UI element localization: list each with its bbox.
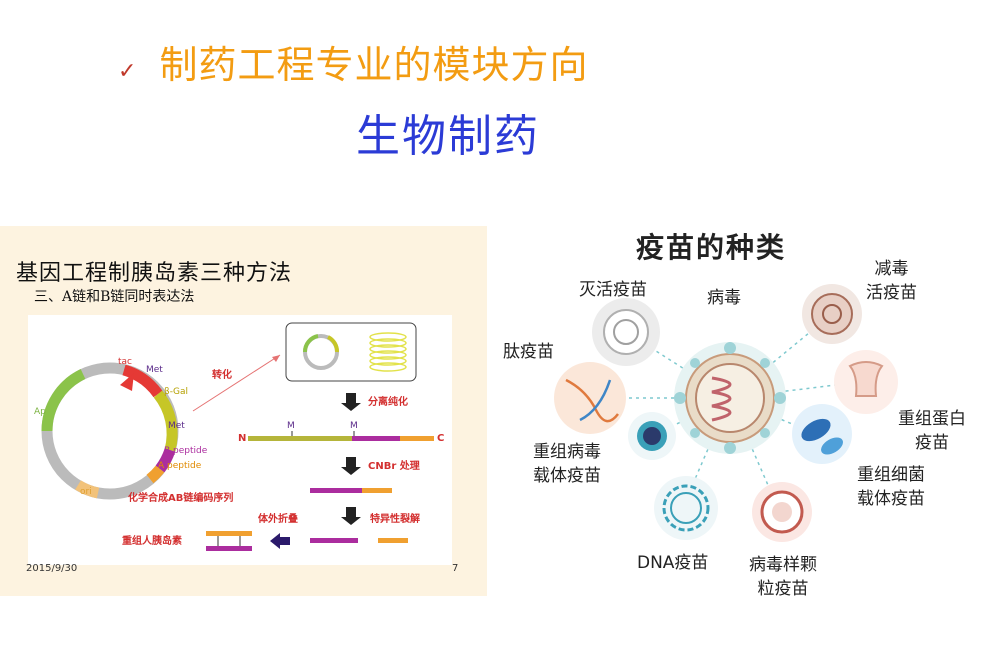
viral-vector-vaccine-label: 重组病毒 载体疫苗 [533,442,601,486]
insulin-slide-title: 基因工程制胰岛素三种方法 [16,261,293,286]
vaccine-diagram [554,284,898,542]
dna-vaccine-icon [654,476,718,540]
insulin-label: 重组人胰岛素 [122,536,182,547]
arrowhead-icon [272,355,280,362]
protein-vaccine-label: 重组蛋白 疫苗 [898,409,966,453]
insulin-a-bar [206,531,252,536]
a-peptide-bar [400,436,434,441]
b-chain-bar [310,488,362,493]
inset-plasmid-segment [326,335,339,353]
virus-center-icon [674,342,786,454]
a-peptide-label: A peptide [158,461,202,471]
met-label: Met [168,421,185,431]
vaccine-diagram-title: 疫苗的种类 [636,231,787,264]
b-peptide-segment [155,448,176,473]
refold-label: 体外折叠 [258,514,298,525]
inactivated-vaccine-icon [592,298,660,366]
n-terminus-label: N [238,433,247,444]
heading-text: 制药工程专业的模块方向 [159,43,589,87]
slide-page-number: 7 [452,563,459,574]
transform-arrow [192,354,281,412]
down-arrow-icon [341,393,361,411]
ori-label: ori [80,487,92,497]
vlp-vaccine-label: 病毒样颗 粒疫苗 [749,555,817,599]
inset-plasmid-segment [302,334,319,353]
insulin-process-diagram: tac Met β-Gal Met B peptide A peptide Ap… [28,315,452,565]
ap-gene-segment [41,369,86,432]
attenuated-vaccine-label: 减毒 活疫苗 [866,259,917,303]
bgal-fusion-bar [248,436,352,441]
b-peptide-bar [352,436,400,441]
slide-subheading: 生物制药 [356,111,540,162]
virus-center-label: 病毒 [707,288,741,308]
protein-vaccine-icon [834,350,898,414]
slide-heading: ✓ 制药工程专业的模块方向 [118,34,588,89]
synthesis-label: 化学合成AB链编码序列 [128,493,234,504]
bacterial-vector-vaccine-label: 重组细菌 载体疫苗 [857,465,925,509]
inset-coil [369,332,407,372]
bacterial-vector-vaccine-icon [792,404,852,464]
m-marker-label: M [287,421,295,431]
bgal-segment [153,390,178,452]
slide-date: 2015/9/30 [26,563,78,574]
a-chain-bar [362,488,392,493]
left-arrow-icon [270,533,290,549]
tac-promoter-segment [122,364,163,398]
insulin-slide-subtitle: 三、A链和B链同时表达法 [34,289,195,305]
inactivated-vaccine-label: 灭活疫苗 [579,280,647,300]
cleave-label: 特异性裂解 [370,514,420,525]
c-terminus-label: C [437,433,445,444]
peptide-vaccine-icon [554,362,626,434]
separate-label: 分离纯化 [368,397,408,408]
insulin-process-graphic [41,322,434,551]
dna-vaccine-label: DNA疫苗 [637,553,709,573]
vlp-vaccine-icon [752,482,812,542]
a-chain-bar [378,538,408,543]
b-chain-bar [310,538,358,543]
m-marker-label: M [350,421,358,431]
bgal-label: β-Gal [164,387,188,397]
cnbr-label: CNBr 处理 [368,461,420,472]
promoter-arrow-icon [120,373,134,391]
down-arrow-icon [341,507,361,525]
a-peptide-segment [146,465,165,484]
transform-label: 转化 [212,370,232,381]
ori-segment [75,480,100,499]
down-arrow-icon [341,457,361,475]
insulin-b-bar [206,546,252,551]
ap-label: Ap [34,407,46,417]
viral-vector-vaccine-icon [628,412,676,460]
met-label: Met [146,365,163,375]
tac-label: tac [118,357,132,367]
b-peptide-label: B peptide [164,446,208,456]
peptide-vaccine-label: 肽疫苗 [503,342,554,362]
attenuated-vaccine-icon [802,284,862,344]
check-icon: ✓ [118,59,138,84]
